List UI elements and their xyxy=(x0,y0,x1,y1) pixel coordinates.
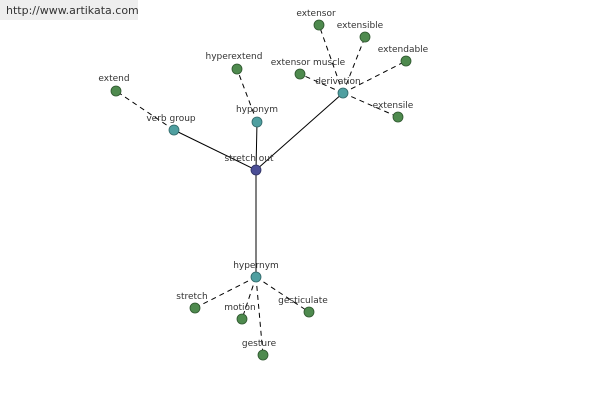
edge-leaf xyxy=(342,60,407,94)
site-url[interactable]: http://www.artikata.com xyxy=(6,4,139,17)
leaf-node[interactable] xyxy=(236,313,248,325)
relation-node-derivation[interactable] xyxy=(337,87,349,99)
relation-label: verb group xyxy=(146,114,196,124)
relation-node-verb_group[interactable] xyxy=(168,124,180,136)
url-bar: http://www.artikata.com xyxy=(0,0,139,20)
center-node[interactable] xyxy=(250,164,262,176)
leaf-label: extend xyxy=(98,74,129,84)
edge-leaf xyxy=(255,276,264,356)
edge-hyponym xyxy=(255,121,258,171)
edge-leaf xyxy=(255,276,310,313)
leaf-label: stretch xyxy=(176,292,207,302)
edge-leaf xyxy=(342,36,366,94)
leaf-label: extensible xyxy=(337,21,384,31)
node-layer: stretch out hyponym verb group derivation hy… xyxy=(98,9,429,361)
relation-label: hypernym xyxy=(233,261,279,271)
edge-derivation xyxy=(255,92,344,171)
edge-leaf xyxy=(342,92,399,118)
leaf-label: extensile xyxy=(373,101,414,111)
relation-node-hyponym[interactable] xyxy=(251,116,263,128)
edge-leaf xyxy=(115,90,175,131)
edge-leaf xyxy=(318,24,344,94)
leaf-label: motion xyxy=(224,303,256,313)
center-label: stretch out xyxy=(224,154,274,164)
leaf-node[interactable] xyxy=(110,85,122,97)
relation-label: derivation xyxy=(315,77,361,87)
edge-leaf xyxy=(299,73,344,94)
leaf-node[interactable] xyxy=(392,111,404,123)
leaf-label: extensor xyxy=(296,9,336,19)
leaf-label: extendable xyxy=(378,45,429,55)
leaf-node[interactable] xyxy=(359,31,371,43)
leaf-label: gesture xyxy=(242,339,277,349)
leaf-node[interactable] xyxy=(189,302,201,314)
relation-node-hypernym[interactable] xyxy=(250,271,262,283)
edge-verb_group xyxy=(173,129,257,171)
edge-leaf xyxy=(236,68,258,123)
leaf-node[interactable] xyxy=(400,55,412,67)
leaf-node[interactable] xyxy=(313,19,325,31)
leaf-label: extensor muscle xyxy=(271,58,346,68)
leaf-label: hyperextend xyxy=(206,52,263,62)
edge-leaf xyxy=(241,276,257,320)
leaf-label: gesticulate xyxy=(278,296,328,306)
leaf-node[interactable] xyxy=(303,306,315,318)
relation-label: hyponym xyxy=(236,105,278,115)
leaf-node[interactable] xyxy=(294,68,306,80)
leaf-node[interactable] xyxy=(231,63,243,75)
edge-leaf xyxy=(194,276,257,309)
leaf-node[interactable] xyxy=(257,349,269,361)
edge-layer xyxy=(115,24,407,356)
